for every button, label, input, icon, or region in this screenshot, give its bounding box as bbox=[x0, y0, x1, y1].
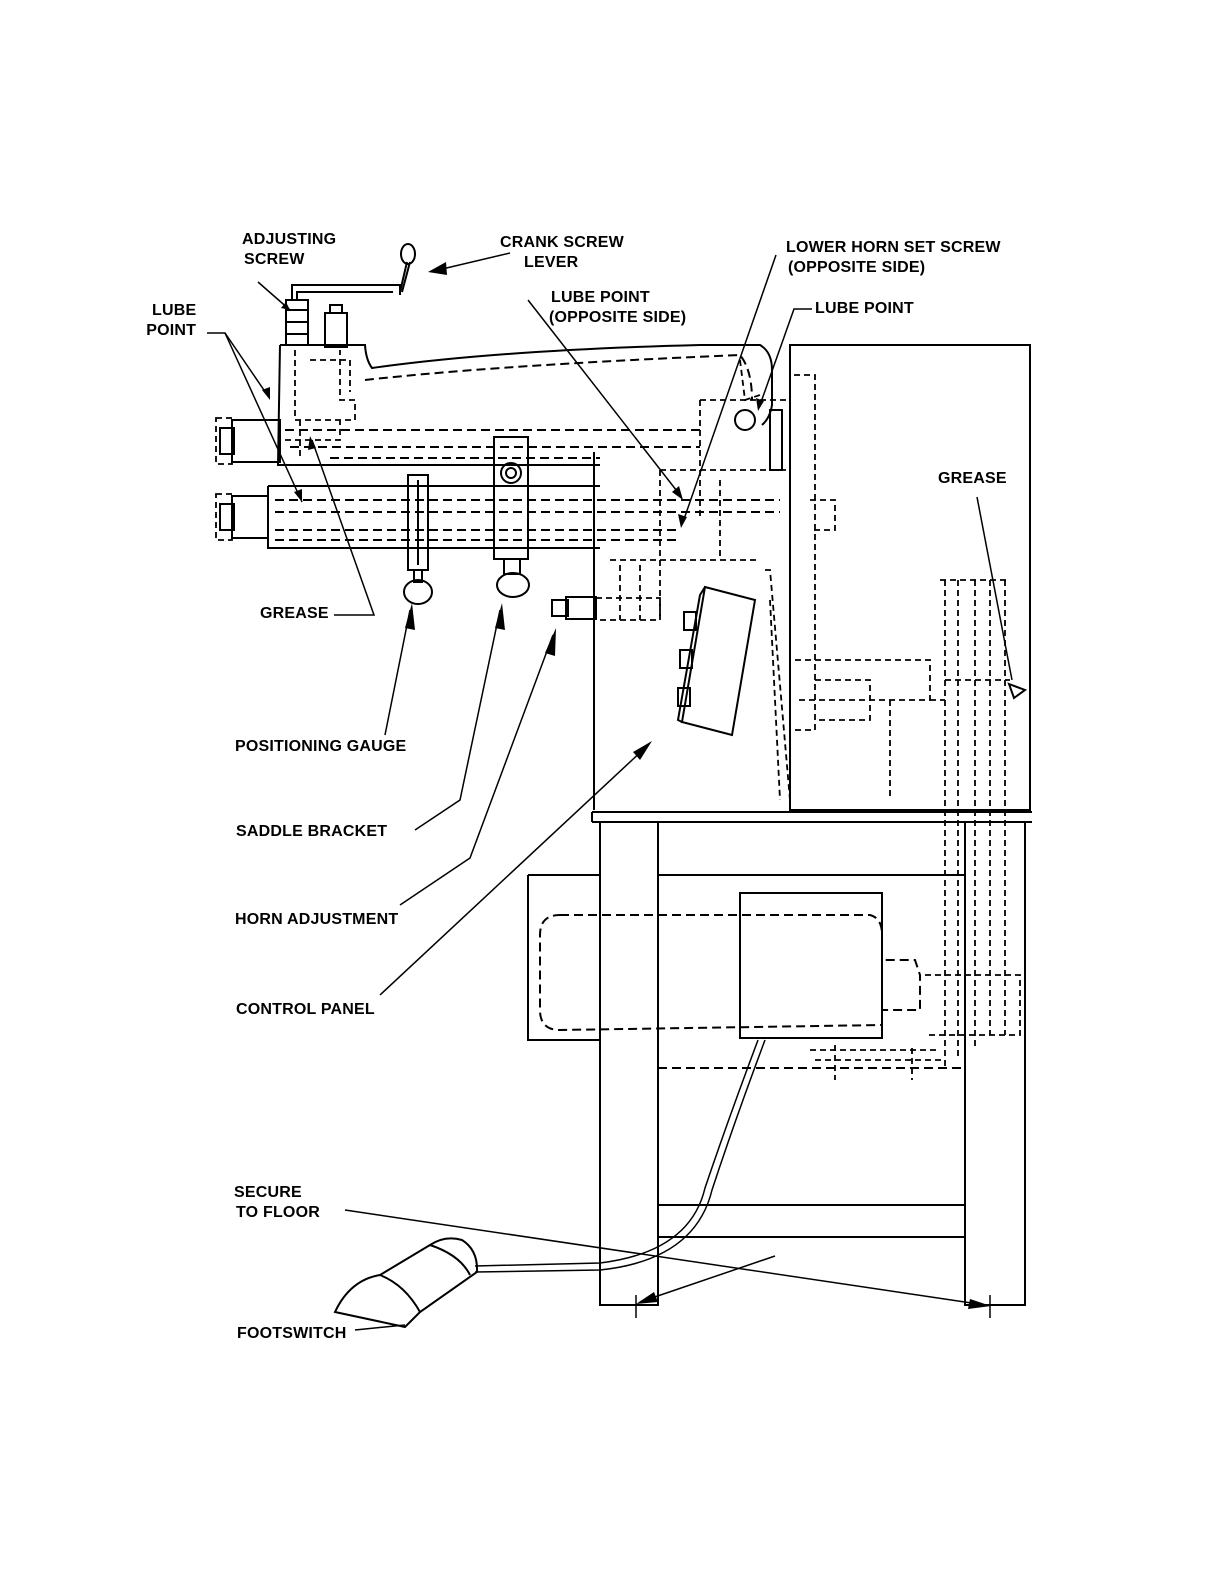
footswitch-pedal bbox=[335, 1238, 477, 1327]
label-crank-screw-lever-line1: CRANK SCREW bbox=[500, 233, 624, 253]
label-adjusting-screw-line1: ADJUSTING bbox=[242, 230, 336, 250]
stand bbox=[528, 822, 1025, 1318]
label-adjusting-screw: ADJUSTING SCREW bbox=[242, 230, 336, 270]
label-lube-point-opposite: LUBE POINT (OPPOSITE SIDE) bbox=[549, 288, 686, 328]
positioning-gauge bbox=[404, 475, 432, 604]
upper-arm bbox=[278, 345, 772, 465]
label-crank-screw-lever-line2: LEVER bbox=[524, 253, 624, 273]
label-lube-point-left: LUBE POINT bbox=[146, 301, 196, 341]
control-panel-box bbox=[678, 587, 755, 735]
label-secure-to-floor-line1: SECURE bbox=[234, 1183, 320, 1203]
saddle-bracket bbox=[494, 437, 529, 597]
label-positioning-gauge: POSITIONING GAUGE bbox=[235, 737, 406, 757]
label-adjusting-screw-line2: SCREW bbox=[244, 250, 336, 270]
lower-horn bbox=[268, 486, 780, 548]
label-grease-right: GREASE bbox=[938, 469, 1007, 489]
label-control-panel: CONTROL PANEL bbox=[236, 1000, 375, 1020]
leader-lines bbox=[207, 253, 1025, 1330]
left-shafts bbox=[216, 418, 280, 540]
label-horn-adjustment: HORN ADJUSTMENT bbox=[235, 910, 398, 930]
label-crank-screw-lever: CRANK SCREW LEVER bbox=[500, 233, 624, 273]
label-saddle-bracket: SADDLE BRACKET bbox=[236, 822, 387, 842]
label-lower-horn-set-screw-line2: (OPPOSITE SIDE) bbox=[788, 258, 1001, 278]
label-lube-point-opposite-line1: LUBE POINT bbox=[551, 288, 686, 308]
label-lube-point-left-line1: LUBE bbox=[152, 301, 196, 321]
label-secure-to-floor-line2: TO FLOOR bbox=[236, 1203, 320, 1223]
label-lube-point-right: LUBE POINT bbox=[815, 299, 914, 319]
label-lube-point-left-line2: POINT bbox=[146, 321, 196, 341]
label-secure-to-floor: SECURE TO FLOOR bbox=[234, 1183, 320, 1223]
label-lower-horn-set-screw: LOWER HORN SET SCREW (OPPOSITE SIDE) bbox=[786, 238, 1001, 278]
label-lube-point-opposite-line2: (OPPOSITE SIDE) bbox=[549, 308, 686, 328]
label-lower-horn-set-screw-line1: LOWER HORN SET SCREW bbox=[786, 238, 1001, 258]
horn-adjustment-bolt bbox=[552, 597, 660, 620]
label-footswitch: FOOTSWITCH bbox=[237, 1324, 347, 1344]
label-grease-left: GREASE bbox=[260, 604, 329, 624]
